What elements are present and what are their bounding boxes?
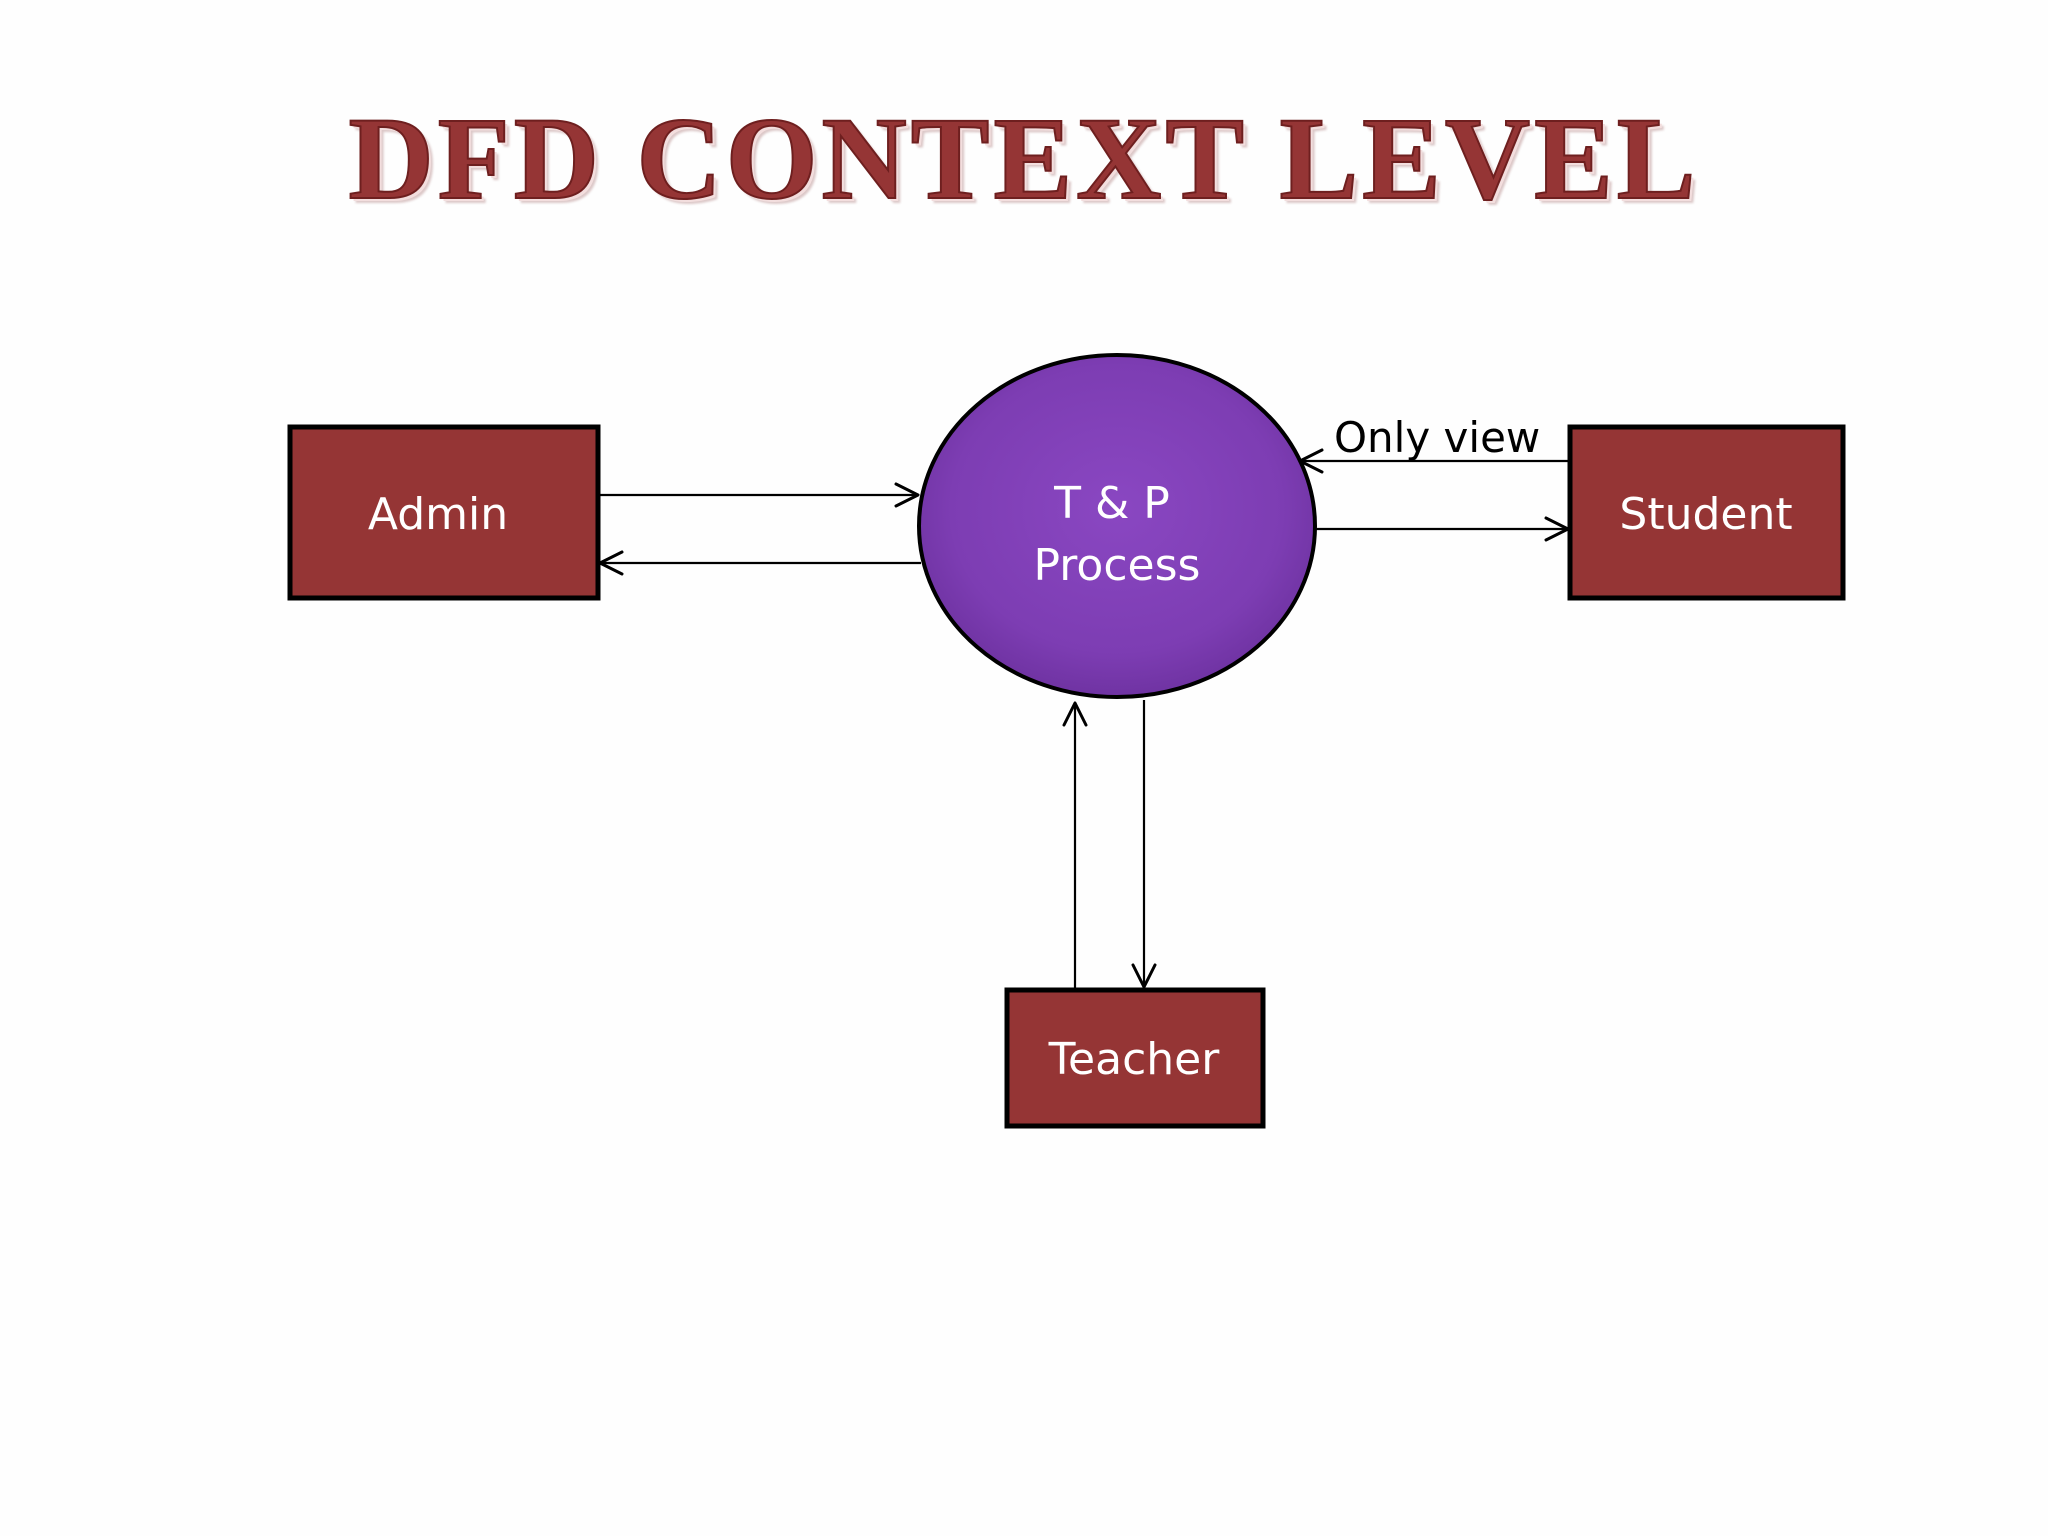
arrowhead-left-icon (598, 550, 624, 576)
process-label-line1: T & P (1053, 478, 1170, 529)
entity-student[interactable]: Student (1567, 424, 1846, 601)
entity-admin-label: Admin (368, 489, 508, 540)
process-node[interactable]: T & P Process (917, 353, 1317, 699)
entity-student-box (1567, 424, 1846, 601)
flow-label-only-view: Only view (1334, 413, 1540, 462)
arrowhead-down-icon (1131, 963, 1157, 989)
page-title: DFD CONTEXT LEVEL (348, 93, 1700, 224)
arrowhead-up-icon (1062, 701, 1088, 727)
entity-admin[interactable]: Admin (287, 424, 601, 601)
flow-process-to-admin (598, 550, 921, 576)
arrowhead-left-icon (1298, 448, 1324, 474)
flow-teacher-to-process (1062, 701, 1088, 990)
entity-student-label: Student (1619, 489, 1792, 540)
process-label-line2: Process (1034, 540, 1201, 591)
flow-process-to-student (1316, 516, 1570, 542)
flow-student-to-process: Only view (1298, 413, 1570, 474)
entity-teacher-box (1004, 987, 1266, 1129)
entity-admin-box (287, 424, 601, 601)
entity-teacher[interactable]: Teacher (1004, 987, 1266, 1129)
process-circle (917, 353, 1317, 699)
arrowhead-right-icon (1544, 516, 1570, 542)
entity-teacher-label: Teacher (1048, 1034, 1221, 1085)
arrowhead-right-icon (894, 482, 920, 508)
flow-admin-to-process (598, 482, 920, 508)
flow-process-to-teacher (1131, 700, 1157, 989)
